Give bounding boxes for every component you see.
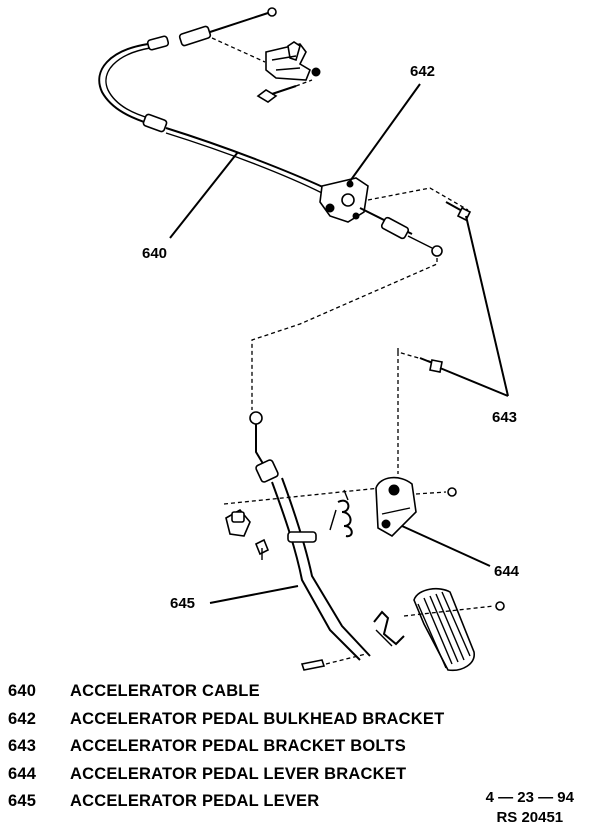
leader-643-upper xyxy=(465,215,509,397)
figure-date: 4 — 23 — 94 xyxy=(485,789,574,806)
pedal-retainer-clip xyxy=(373,610,405,647)
accelerator-cable xyxy=(98,7,326,194)
legend-description: ACCELERATOR PEDAL LEVER BRACKET xyxy=(70,764,407,783)
callout-642: 642 xyxy=(410,63,435,80)
figure-stamp: 4 — 23 — 94 RS 20451 xyxy=(486,788,574,828)
leader-642 xyxy=(347,83,421,185)
legend-row: 640 ACCELERATOR CABLE xyxy=(8,682,568,710)
legend-description: ACCELERATOR PEDAL BULKHEAD BRACKET xyxy=(70,709,445,728)
legend-description: ACCELERATOR PEDAL BRACKET BOLTS xyxy=(70,737,406,755)
callout-645: 645 xyxy=(170,595,195,612)
callout-644: 644 xyxy=(494,563,520,580)
legend-number: 642 xyxy=(8,709,37,728)
legend-number: 645 xyxy=(8,792,37,810)
legend-row: 642 ACCELERATOR PEDAL BULKHEAD BRACKET xyxy=(8,710,568,738)
legend-row: 644 ACCELERATOR PEDAL LEVER BRACKET xyxy=(8,765,568,793)
leader-640 xyxy=(169,151,239,239)
legend-description: ACCELERATOR CABLE xyxy=(70,682,260,700)
return-spring xyxy=(329,489,353,538)
callout-643: 643 xyxy=(492,409,517,426)
legend-row: 645 ACCELERATOR PEDAL LEVER xyxy=(8,792,568,820)
lever-bracket xyxy=(375,476,457,537)
bulkhead-bracket xyxy=(319,177,443,257)
callout-640: 640 xyxy=(142,245,167,262)
leader-644 xyxy=(401,525,491,567)
exploded-parts-diagram: 640 642 643 644 645 xyxy=(98,7,520,672)
leader-643-lower xyxy=(439,367,509,397)
cable-retainer-clip xyxy=(211,37,321,103)
leader-645 xyxy=(209,585,299,604)
bumper-stop xyxy=(223,487,381,560)
parts-legend: 640 ACCELERATOR CABLE 642 ACCELERATOR PE… xyxy=(8,682,568,820)
legend-number: 640 xyxy=(8,682,37,700)
legend-number: 643 xyxy=(8,737,37,755)
bracket-bolts xyxy=(367,187,472,474)
legend-description: ACCELERATOR PEDAL LEVER xyxy=(70,792,320,810)
pedal-pad xyxy=(403,587,505,672)
pedal-lever xyxy=(249,258,438,671)
legend-number: 644 xyxy=(8,764,37,783)
figure-code: RS 20451 xyxy=(496,809,564,826)
legend-row: 643 ACCELERATOR PEDAL BRACKET BOLTS xyxy=(8,737,568,765)
